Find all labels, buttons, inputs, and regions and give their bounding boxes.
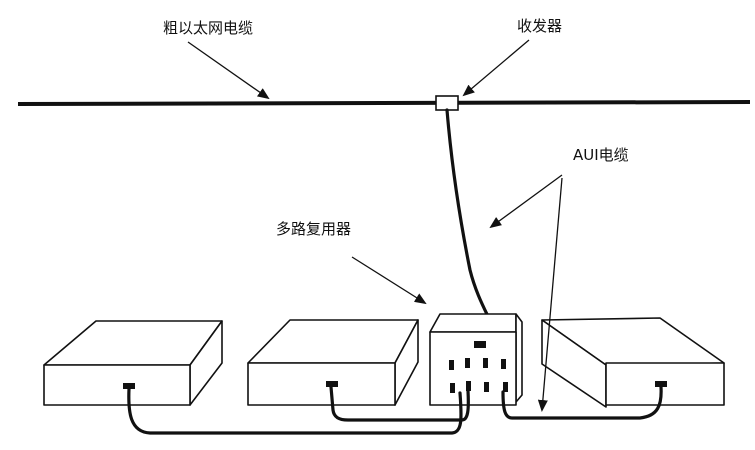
thick-ethernet-cable [17, 100, 751, 106]
transceiver [435, 95, 459, 111]
aui-cable-computer-3 [501, 385, 663, 420]
label-aui-cable: AUI电缆 [573, 146, 629, 164]
aui-cable-computer-1 [127, 387, 463, 435]
multiplexer-port [450, 383, 455, 393]
multiplexer-port [466, 381, 471, 391]
multiplexer-port [501, 359, 506, 369]
computer-2-port [326, 381, 338, 387]
multiplexer [429, 313, 523, 406]
aui-cable-computer-2 [329, 385, 470, 422]
computer-3-port [655, 381, 667, 387]
multiplexer-port [465, 358, 470, 368]
multiplexer-port [503, 382, 508, 392]
multiplexer-port [449, 360, 454, 370]
label-thick-ethernet-cable: 粗以太网电缆 [163, 19, 253, 37]
multiplexer-port [484, 382, 489, 392]
pointer-arrow-aui-main [489, 174, 563, 229]
pointer-arrow-thick-ethernet [187, 41, 270, 100]
label-transceiver: 收发器 [517, 17, 562, 35]
multiplexer-port [483, 358, 488, 368]
computer-1-port [123, 383, 135, 389]
pointer-arrow-transceiver [462, 39, 530, 97]
computer-1 [43, 320, 223, 406]
multiplexer-port [474, 341, 486, 348]
pointer-arrow-aui-lower [537, 177, 563, 412]
pointer-arrow-multiplexer [351, 256, 427, 305]
computer-3 [541, 317, 725, 408]
computer-2 [247, 319, 419, 406]
label-multiplexer: 多路复用器 [276, 220, 351, 238]
aui-cable-main [445, 108, 499, 351]
